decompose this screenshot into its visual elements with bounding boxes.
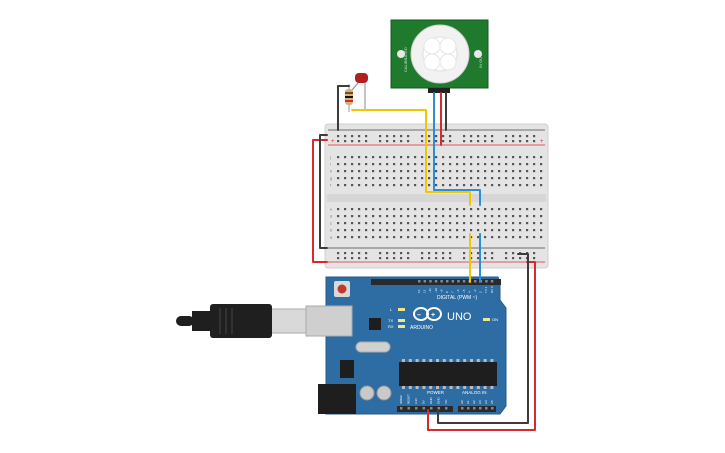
power-pin-label: IOREF (399, 395, 403, 404)
digital-pin-label: ~5 (462, 289, 466, 293)
row-letter: j (329, 155, 331, 160)
breadboard-holes (337, 135, 543, 260)
digital-pin-label: TX 1 (484, 286, 488, 293)
power-pin-label: GND (437, 397, 441, 405)
capacitor-2 (376, 385, 392, 401)
power-pin-label: Vin (444, 399, 448, 404)
atmega-chip (399, 362, 497, 386)
tx-led (398, 319, 405, 322)
analog-pin-label: A3 (478, 400, 482, 404)
digital-pin-label: 4 (467, 291, 471, 293)
digital-pin-label: 8 (445, 291, 449, 293)
crystal (355, 341, 391, 353)
analog-pin-label: A5 (490, 400, 494, 404)
wire-5v[interactable] (427, 261, 536, 431)
red-led[interactable] (351, 73, 368, 110)
svg-text:–: – (417, 312, 421, 319)
wire-led-gnd[interactable] (337, 85, 350, 131)
analog-pin-label: A1 (466, 400, 470, 404)
chip-pins (402, 359, 494, 389)
digital-pin-label: RX 0 (490, 286, 494, 293)
row-letter: c (330, 221, 332, 226)
row-letter: a (330, 235, 333, 240)
power-label: POWER (427, 390, 445, 395)
on-label: ON (492, 317, 498, 322)
wire-blue-sensor[interactable] (433, 92, 481, 206)
sensor-pin-header (428, 88, 450, 93)
pir-motion-sensor[interactable]: CALIBRATED IN OUT (390, 19, 489, 93)
digital-pin-label: ~11 (428, 288, 432, 293)
digital-pin-label: ~9 (439, 289, 443, 293)
analog-pin-label: A2 (472, 400, 476, 404)
l-led (398, 308, 405, 311)
resistor[interactable] (345, 84, 353, 112)
rx-label: RX (388, 324, 394, 329)
sensor-mount-hole-left (397, 50, 405, 58)
wires (312, 85, 536, 431)
power-pin-label: GND (429, 397, 433, 405)
digital-pin-label: ~6 (456, 289, 460, 293)
row-letter: d (330, 214, 332, 219)
reset-button-cap[interactable] (337, 284, 347, 294)
on-led (483, 318, 490, 321)
analog-pin-label: A0 (460, 400, 464, 404)
analog-header (458, 406, 496, 412)
rx-led (398, 325, 405, 328)
sensor-mount-hole-right (474, 50, 482, 58)
sensor-right-label: IN OUT (478, 54, 483, 68)
capacitor-1 (359, 385, 375, 401)
arduino-logo: – + (413, 307, 442, 321)
digital-pin-label: 7 (451, 291, 455, 293)
wire-left-gnd[interactable] (319, 134, 328, 249)
usb-chip (369, 318, 381, 330)
digital-pin-label: 12 (423, 289, 427, 293)
voltage-regulator (340, 360, 354, 378)
digital-pin-label: 13 (417, 289, 421, 293)
row-letter: f (330, 183, 332, 188)
plus-rail-marker-right: + (540, 139, 544, 145)
analog-pin-label: A4 (484, 400, 488, 404)
row-letter: g (330, 176, 332, 181)
analog-label: ANALOG IN (462, 390, 487, 395)
power-pin-label: 3.3V (414, 398, 418, 404)
digital-pin-label: ~10 (434, 288, 438, 293)
digital-label: DIGITAL (PWM ~) (437, 295, 477, 301)
plus-rail-marker: + (331, 139, 335, 145)
digital-pin-label: ~3 (473, 289, 477, 293)
l-label: L (390, 307, 393, 312)
power-pin-label: RESET (407, 394, 411, 404)
arduino-brand: ARDUINO (410, 325, 433, 331)
arduino-model: UNO (447, 311, 472, 323)
row-letter: b (330, 228, 333, 233)
usb-cable[interactable] (176, 304, 307, 338)
usb-port (305, 305, 353, 337)
svg-text:+: + (431, 312, 435, 319)
digital-pin-label: 2 (479, 291, 483, 293)
power-pin-label: 5V (422, 400, 426, 404)
row-letter: e (330, 207, 333, 212)
power-jack (318, 384, 356, 414)
tx-label: TX (388, 318, 393, 323)
row-letter: h (330, 169, 332, 174)
sensor-left-label: CALIBRATED (403, 47, 408, 72)
row-letter: i (330, 162, 331, 167)
wire-yellow-led[interactable] (351, 109, 471, 206)
wire-gnd[interactable] (437, 253, 529, 424)
